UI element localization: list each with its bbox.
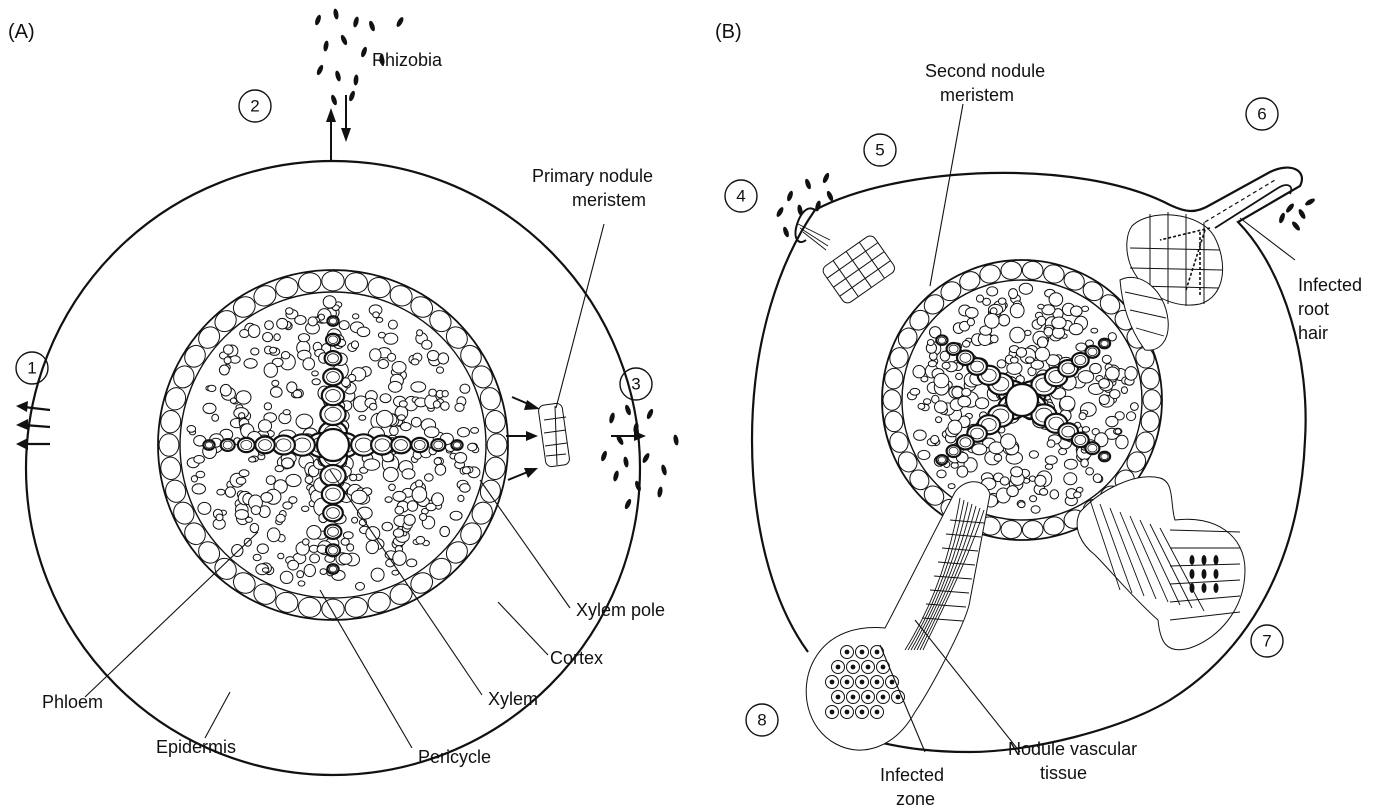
step-2: 2 [239, 90, 271, 122]
step-8: 8 [746, 704, 778, 736]
label-infected-root-hair-line2: root [1298, 299, 1329, 319]
label-infected-zone-line1: Infected [880, 765, 944, 785]
stele-a [158, 270, 508, 620]
nodule-primordium-right [1077, 477, 1245, 650]
label-rhizobia: Rhizobia [372, 50, 443, 70]
label-primary-nodule-meristem-line1: Primary nodule [532, 166, 653, 186]
step-7-number: 7 [1262, 632, 1271, 651]
step-3-number: 3 [631, 375, 640, 394]
step-5-number: 5 [875, 141, 884, 160]
label-primary-nodule-meristem-line2: meristem [572, 190, 646, 210]
label-cortex: Cortex [550, 648, 603, 668]
label-infected-zone-line2: zone [896, 789, 935, 809]
xylem-vessels [203, 316, 462, 574]
label-second-nodule-meristem-line2: meristem [940, 85, 1014, 105]
primary-nodule-meristem [538, 403, 570, 468]
rhizobia-cells-b [775, 172, 1316, 238]
step-8-number: 8 [757, 711, 766, 730]
label-pericycle: Pericycle [418, 747, 491, 767]
label-nodule-vascular-tissue-line2: tissue [1040, 763, 1087, 783]
step-2-number: 2 [250, 97, 259, 116]
step-5: 5 [864, 134, 896, 166]
step-4-number: 4 [736, 187, 745, 206]
mature-nodule [806, 482, 990, 750]
label-infected-root-hair-line1: Infected [1298, 275, 1362, 295]
panel-a: (A) [8, 8, 679, 775]
label-phloem: Phloem [42, 692, 103, 712]
panel-b: (B) [715, 21, 1362, 809]
step-4: 4 [725, 180, 757, 212]
label-nodule-vascular-tissue-line1: Nodule vascular [1008, 739, 1137, 759]
step-6: 6 [1246, 98, 1278, 130]
step-7: 7 [1251, 625, 1283, 657]
label-xylem: Xylem [488, 689, 538, 709]
step-1-number: 1 [27, 359, 36, 378]
label-second-nodule-meristem-line1: Second nodule [925, 61, 1045, 81]
panel-b-tag: (B) [715, 21, 742, 43]
label-infected-root-hair-line3: hair [1298, 323, 1328, 343]
label-epidermis: Epidermis [156, 737, 236, 757]
panel-a-tag: (A) [8, 21, 35, 43]
step-6-number: 6 [1257, 105, 1266, 124]
cortical-meristem-left [821, 234, 897, 306]
step-3: 3 [620, 368, 652, 400]
label-xylem-pole: Xylem pole [576, 600, 665, 620]
